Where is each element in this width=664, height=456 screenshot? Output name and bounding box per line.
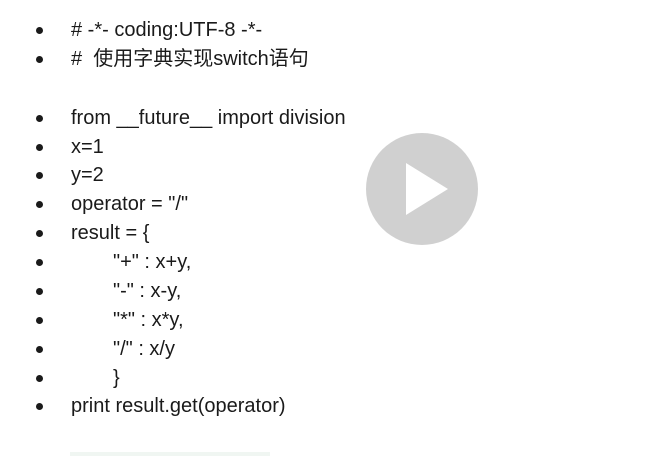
code-line-text: "/" : x/y <box>113 338 175 360</box>
code-line-text: "*" : x*y, <box>113 309 184 331</box>
code-line-text: "-" : x-y, <box>113 280 182 302</box>
code-line-text: } <box>113 367 120 389</box>
play-icon <box>406 163 448 215</box>
bullet-line-4: x=1 <box>0 133 664 162</box>
bullet-line-6: operator = "/" <box>0 190 664 219</box>
bullet-line-10: "*" : x*y, <box>0 306 664 335</box>
code-line-text: print result.get(operator) <box>71 395 286 417</box>
bullet-dot <box>36 259 43 266</box>
bullet-line-5: y=2 <box>0 161 664 190</box>
bullet-line-13: print result.get(operator) <box>0 392 664 421</box>
bullet-line-9: "-" : x-y, <box>0 277 664 306</box>
bullet-dot <box>36 288 43 295</box>
bullet-dot <box>36 201 43 208</box>
code-line-text: operator = "/" <box>71 193 189 215</box>
bullet-dot <box>36 115 43 122</box>
bullet-dot <box>36 317 43 324</box>
code-line-text: y=2 <box>71 164 104 186</box>
bullet-dot <box>36 346 43 353</box>
bullet-line-3: from __future__ import division <box>0 104 664 133</box>
bullet-line-12: } <box>0 364 664 393</box>
bullet-dot <box>36 403 43 410</box>
bullet-dot <box>36 172 43 179</box>
code-line-text: x=1 <box>71 136 104 158</box>
bullet-dot <box>36 375 43 382</box>
code-line-text: # 使用字典实现switch语句 <box>71 48 309 70</box>
bullet-dot <box>36 230 43 237</box>
code-line-text: result = { <box>71 222 150 244</box>
bullet-dot <box>36 144 43 151</box>
bottom-strip <box>70 452 270 456</box>
bullet-dot <box>36 27 43 34</box>
bullet-line-2: # 使用字典实现switch语句 <box>0 45 664 74</box>
code-line-text: "+" : x+y, <box>113 251 192 273</box>
bullet-line-8: "+" : x+y, <box>0 248 664 277</box>
bullet-line-11: "/" : x/y <box>0 335 664 364</box>
code-line-text: from __future__ import division <box>71 107 346 129</box>
code-line-text: # -*- coding:UTF-8 -*- <box>71 19 263 41</box>
bullet-line-1: # -*- coding:UTF-8 -*- <box>0 16 664 45</box>
bullet-line-7: result = { <box>0 219 664 248</box>
play-button[interactable] <box>366 133 478 245</box>
bullet-dot <box>36 56 43 63</box>
